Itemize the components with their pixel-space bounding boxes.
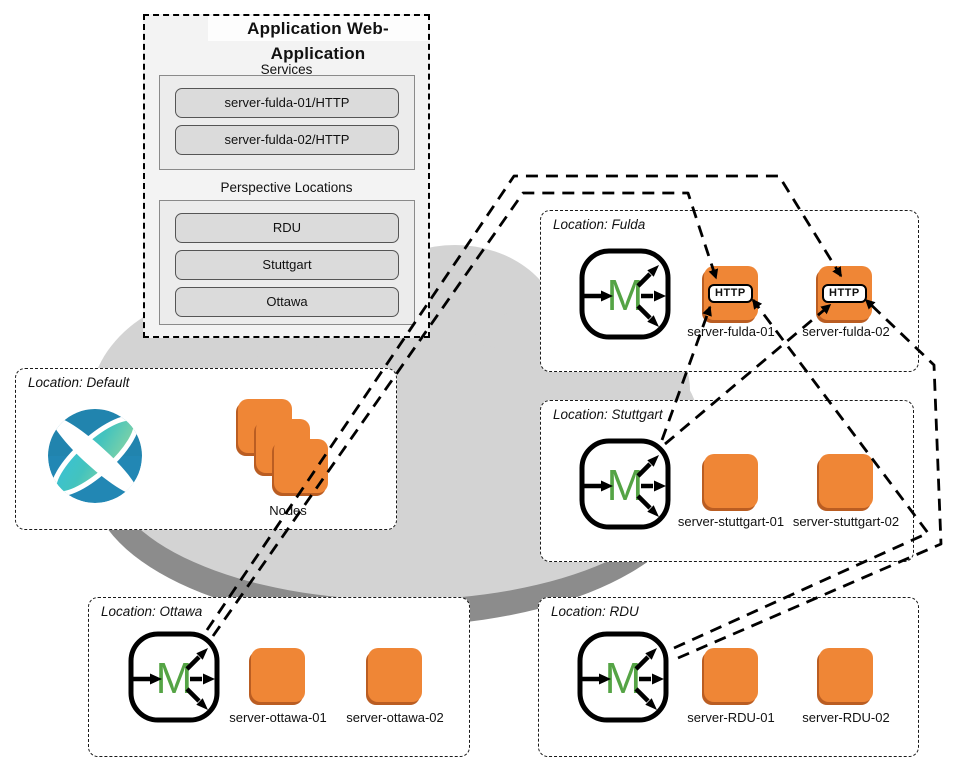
server-label: server-RDU-01 [687, 710, 775, 725]
location-box-rdu: Location: RDU M server-RDU-01 server-RDU… [538, 597, 919, 757]
svg-text:M: M [607, 271, 644, 320]
server-node-icon [368, 648, 422, 702]
message-router-icon: M [579, 248, 671, 340]
svg-text:M: M [607, 461, 644, 510]
location-label-rdu: Location: RDU [551, 604, 639, 619]
server-label: server-fulda-02 [802, 324, 890, 339]
application-panel: Application Web-Application Services ser… [143, 14, 430, 338]
perspective-section-label: Perspective Locations [220, 180, 353, 195]
service-item-fulda-02[interactable]: server-fulda-02/HTTP [175, 125, 399, 155]
svg-text:M: M [156, 654, 193, 703]
server-node-icon [704, 454, 758, 508]
svg-text:M: M [605, 654, 642, 703]
http-badge: HTTP [822, 284, 867, 303]
location-box-ottawa: Location: Ottawa M server-ottawa-01 serv… [88, 597, 470, 757]
message-router-icon: M [579, 438, 671, 530]
server-label: server-fulda-01 [687, 324, 775, 339]
server-label: server-stuttgart-02 [792, 514, 900, 529]
location-box-fulda: Location: Fulda M HTTP server-fulda-01 H… [540, 210, 919, 372]
location-label-default: Location: Default [28, 375, 130, 390]
service-item-fulda-01[interactable]: server-fulda-01/HTTP [175, 88, 399, 118]
server-node-icon [704, 648, 758, 702]
message-router-icon: M [577, 631, 669, 723]
server-label: server-ottawa-02 [346, 710, 444, 725]
server-node-icon [819, 454, 873, 508]
location-box-stuttgart: Location: Stuttgart M server-stuttgart-0… [540, 400, 914, 562]
location-box-default: Location: Default Nodes [15, 368, 397, 530]
nodes-label: Nodes [269, 503, 307, 518]
server-label: server-stuttgart-01 [677, 514, 785, 529]
location-label-stuttgart: Location: Stuttgart [553, 407, 663, 422]
server-label: server-ottawa-01 [229, 710, 327, 725]
services-panel: server-fulda-01/HTTP server-fulda-02/HTT… [159, 75, 415, 170]
application-title: Application Web-Application [208, 16, 428, 63]
perspective-item-stuttgart[interactable]: Stuttgart [175, 250, 399, 280]
server-label: server-RDU-02 [802, 710, 890, 725]
location-label-fulda: Location: Fulda [553, 217, 646, 232]
location-label-ottawa: Location: Ottawa [101, 604, 203, 619]
server-node-icon [819, 648, 873, 702]
message-router-icon: M [128, 631, 220, 723]
perspective-locations-panel: RDU Stuttgart Ottawa [159, 200, 415, 325]
server-node-icon [251, 648, 305, 702]
perspective-item-ottawa[interactable]: Ottawa [175, 287, 399, 317]
services-section-label: Services [260, 62, 313, 77]
http-badge: HTTP [708, 284, 753, 303]
perspective-item-rdu[interactable]: RDU [175, 213, 399, 243]
platform-logo-icon [48, 409, 142, 503]
